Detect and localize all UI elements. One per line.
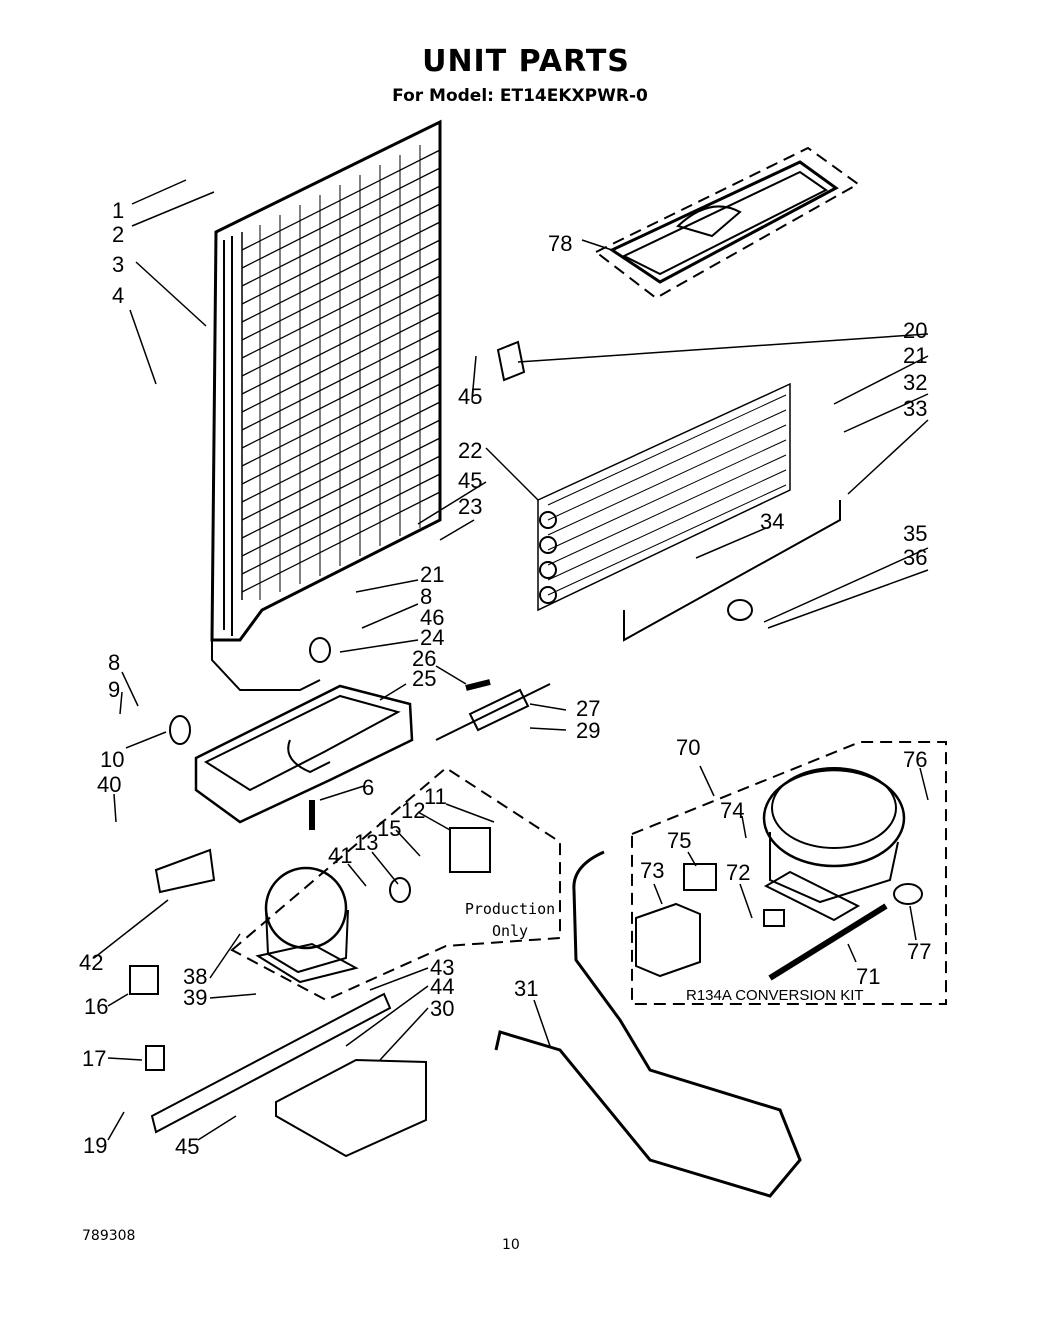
bracket-20	[496, 340, 526, 382]
callout-45-middle: 45	[458, 468, 483, 493]
callout-78: 78	[548, 231, 573, 256]
part-13	[389, 877, 411, 903]
production-only-note: Production Only	[462, 898, 558, 942]
clip-17	[145, 1045, 165, 1071]
callout-71: 71	[856, 964, 881, 989]
part-24	[309, 637, 331, 663]
callout-21-lower: 21	[420, 562, 445, 587]
callout-70: 70	[676, 735, 701, 760]
callout-41: 41	[328, 843, 353, 868]
callout-43: 43	[430, 955, 455, 980]
callout-75: 75	[667, 828, 692, 853]
callout-45-lower: 45	[175, 1134, 200, 1159]
callout-24: 24	[420, 625, 445, 650]
callout-6: 6	[362, 775, 375, 800]
callout-33: 33	[903, 396, 928, 421]
callout-34: 34	[760, 509, 785, 534]
callout-30: 30	[430, 996, 455, 1021]
condenser-coil	[210, 119, 442, 691]
tube-31	[494, 850, 802, 1198]
callout-35: 35	[903, 521, 928, 546]
callout-13: 13	[354, 830, 379, 855]
callout-12: 12	[401, 798, 426, 823]
callout-26: 26	[412, 646, 437, 671]
callout-19: 19	[83, 1133, 108, 1158]
grommet-77	[893, 883, 923, 905]
compressor	[255, 866, 359, 984]
callout-27: 27	[576, 696, 601, 721]
callout-25: 25	[412, 666, 437, 691]
callout-3: 3	[112, 252, 125, 277]
drain-tray-78	[594, 146, 860, 300]
model-subtitle: For Model: ET14EKXPWR-0	[392, 86, 648, 106]
callout-72: 72	[726, 860, 751, 885]
callout-15: 15	[377, 816, 402, 841]
callout-11: 11	[424, 784, 447, 809]
base-bracket-30	[275, 1058, 427, 1158]
drain-pan-25	[194, 684, 414, 824]
callout-39: 39	[183, 985, 208, 1010]
callout-76: 76	[903, 747, 928, 772]
document-number: 789308	[82, 1228, 136, 1244]
callout-23: 23	[458, 494, 483, 519]
callout-36: 36	[903, 545, 928, 570]
callout-45-upper: 45	[458, 384, 483, 409]
callout-8-upper: 8	[420, 584, 433, 609]
callout-8-left: 8	[108, 650, 121, 675]
relay-73	[635, 902, 701, 978]
callout-2: 2	[112, 222, 125, 247]
filter-drier-71	[768, 903, 888, 981]
part-26	[465, 679, 491, 691]
drier-27	[435, 683, 551, 741]
leader-lines	[93, 179, 929, 1141]
evaporator-coil	[537, 382, 841, 642]
callout-22: 22	[458, 438, 483, 463]
part-72	[763, 909, 785, 927]
callout-44: 44	[430, 974, 455, 999]
compressor-kit-box	[631, 741, 947, 1005]
part-10	[169, 715, 191, 745]
page-number: 10	[502, 1237, 520, 1253]
callout-32: 32	[903, 370, 928, 395]
conversion-kit-label: R134A CONVERSION KIT	[686, 987, 864, 1004]
production-note-line2: Only	[491, 922, 529, 940]
callout-16: 16	[84, 994, 109, 1019]
callout-29: 29	[576, 718, 601, 743]
shield-42	[154, 848, 216, 894]
part-35	[727, 599, 753, 621]
callout-42: 42	[79, 950, 104, 975]
callout-40: 40	[97, 772, 122, 797]
callout-77: 77	[907, 939, 932, 964]
callout-21: 21	[903, 343, 928, 368]
production-note-line1: Production	[464, 900, 556, 918]
callout-38: 38	[183, 964, 208, 989]
callout-73: 73	[640, 858, 665, 883]
kit-compressor	[762, 767, 906, 922]
callout-74: 74	[720, 798, 745, 823]
callout-20: 20	[903, 318, 928, 343]
mounting-rail	[150, 992, 392, 1134]
relay-12	[449, 827, 491, 873]
callout-46: 46	[420, 605, 445, 630]
callout-17: 17	[82, 1046, 107, 1071]
callout-9: 9	[108, 677, 121, 702]
callout-1: 1	[112, 198, 125, 223]
part-75	[683, 863, 717, 891]
callout-31: 31	[514, 976, 539, 1001]
callout-10: 10	[100, 747, 125, 772]
page-title: UNIT PARTS	[422, 44, 630, 79]
callout-4: 4	[112, 283, 125, 308]
clip-16	[129, 965, 159, 995]
